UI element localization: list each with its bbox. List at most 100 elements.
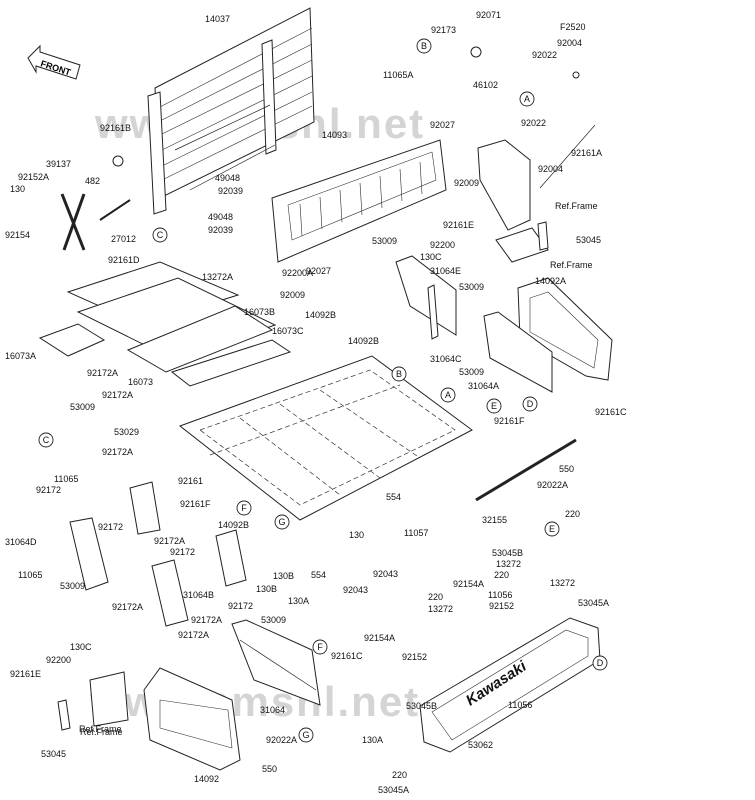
part-label: 130B — [256, 584, 277, 594]
ref-circle — [544, 521, 560, 537]
part-label: 130 — [349, 530, 364, 540]
frame-31064 — [231, 619, 321, 706]
part-label: 92027 — [430, 120, 455, 130]
part-label: 92027 — [306, 266, 331, 276]
part-label: 220 — [494, 570, 509, 580]
part-label: 31064E — [430, 266, 461, 276]
bracket-53045-left — [57, 671, 129, 731]
part-label: 32155 — [482, 515, 507, 525]
ref-letter: F — [241, 503, 247, 513]
part-label: 92173 — [431, 25, 456, 35]
part-label: 53009 — [261, 615, 286, 625]
part-label: 92172A — [191, 615, 222, 625]
ref-circle — [38, 432, 54, 448]
part-label: 53009 — [459, 282, 484, 292]
front-panel-14093 — [271, 139, 447, 263]
ref-circle — [391, 366, 407, 382]
part-label: 92172A — [178, 630, 209, 640]
part-label: 14092B — [348, 336, 379, 346]
ref-letter: F — [317, 642, 323, 652]
part-label: 11056 — [508, 700, 532, 710]
part-label: 92161C — [595, 407, 627, 417]
part-label: 92154A — [453, 579, 484, 589]
part-label: 220 — [565, 509, 580, 519]
part-label: 92043 — [343, 585, 368, 595]
bracket-right — [477, 124, 596, 231]
ref-circle — [519, 91, 535, 107]
ref-letter: B — [396, 369, 402, 379]
part-label: 92152 — [489, 601, 514, 611]
part-label: 53045A — [578, 598, 609, 608]
ref-letter: G — [302, 730, 309, 740]
bed-mats — [38, 261, 292, 387]
part-label: 16073A — [5, 351, 36, 361]
diagram-code: F2520 — [560, 22, 586, 32]
ref-circle — [236, 500, 252, 516]
bed-floor-53029 — [178, 355, 473, 521]
part-label: 92200 — [430, 240, 455, 250]
ref-circle — [298, 727, 314, 743]
mounting-bars — [60, 46, 580, 251]
part-label: 53045 — [576, 235, 601, 245]
part-label: 92172 — [98, 522, 123, 532]
part-label: 92161E — [10, 669, 41, 679]
ref-circle — [274, 514, 290, 530]
part-label: 92009 — [454, 178, 479, 188]
part-label: 130 — [10, 184, 25, 194]
ref-letter: B — [421, 41, 427, 51]
ref-letter: C — [43, 435, 50, 445]
part-label: 550 — [559, 464, 574, 474]
ref-letter: D — [597, 658, 604, 668]
side-gate-right-14092A — [483, 277, 613, 393]
ref-frame-label: Ref.Frame — [80, 727, 123, 737]
part-label: 92152A — [18, 172, 49, 182]
part-label: 92043 — [373, 569, 398, 579]
ref-circle — [486, 398, 502, 414]
part-label: 53062 — [468, 740, 493, 750]
part-label: 92022 — [521, 118, 546, 128]
part-label: 14092A — [535, 276, 566, 286]
part-label: 53009 — [60, 581, 85, 591]
part-label: 92039 — [208, 225, 233, 235]
ref-circle — [522, 396, 538, 412]
part-label: 130A — [362, 735, 383, 745]
part-label: 554 — [386, 492, 401, 502]
part-label: 92004 — [538, 164, 563, 174]
frame-31064D — [69, 481, 247, 627]
part-label: 13272 — [428, 604, 453, 614]
part-label: 482 — [85, 176, 100, 186]
ref-letter: E — [549, 524, 555, 534]
ref-letter: A — [445, 390, 451, 400]
part-label: 130C — [420, 252, 442, 262]
part-label: 53029 — [114, 427, 139, 437]
watermark-bottom: www.cmsnl.net — [89, 678, 420, 725]
part-label: 31064A — [468, 381, 499, 391]
part-label: 554 — [311, 570, 326, 580]
part-label: 220 — [428, 592, 443, 602]
part-label: 92172 — [36, 485, 61, 495]
part-label: 92022 — [532, 50, 557, 60]
ref-circle — [152, 227, 168, 243]
part-label: 11065 — [54, 474, 78, 484]
ref-letter: A — [524, 94, 530, 104]
part-label: 92161D — [108, 255, 140, 265]
part-label: 49048 — [208, 212, 233, 222]
part-label: 53045B — [492, 548, 523, 558]
part-label: 92200A — [282, 268, 313, 278]
part-label: 13272 — [550, 578, 575, 588]
part-label: 14092 — [194, 774, 219, 784]
part-label: 31064 — [260, 705, 285, 715]
part-label: 14037 — [205, 14, 230, 24]
ref-letter: C — [157, 230, 164, 240]
part-label: 92009 — [280, 290, 305, 300]
ref-frame-label: Ref.Frame — [550, 260, 593, 270]
part-label: 53009 — [459, 367, 484, 377]
rear-tailgate-53062: Kawasaki — [419, 617, 601, 753]
part-label: 92200 — [46, 655, 71, 665]
part-label: 92172 — [228, 601, 253, 611]
ref-letter: E — [491, 401, 497, 411]
part-label: 92172 — [170, 547, 195, 557]
part-label: 27012 — [111, 234, 136, 244]
part-label: 53045 — [41, 749, 66, 759]
ref-letter: G — [278, 517, 285, 527]
